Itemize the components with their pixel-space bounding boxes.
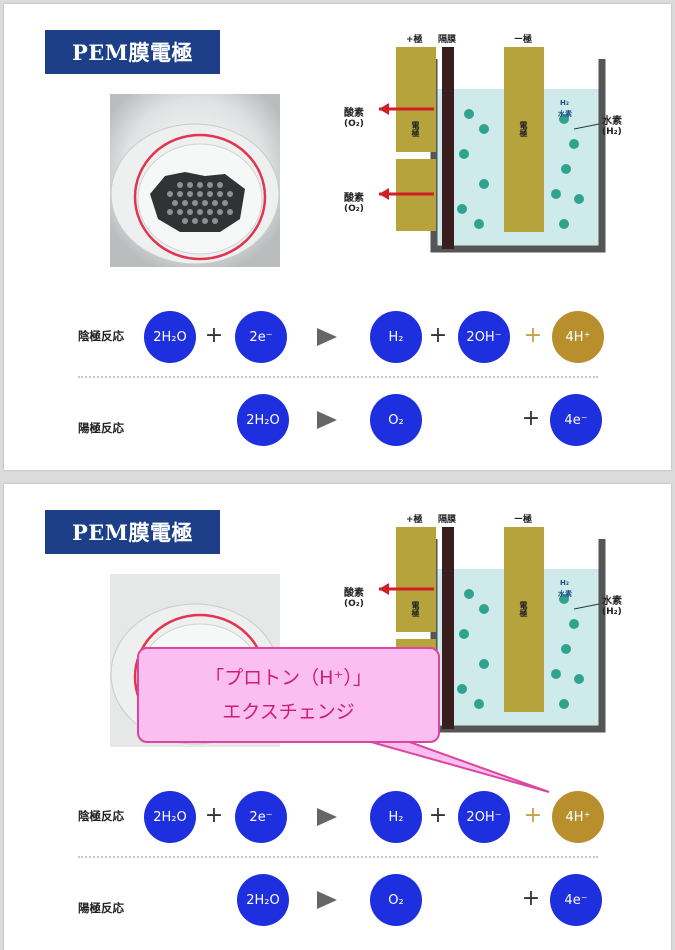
reaction-arrow bbox=[317, 328, 337, 346]
hydrogen-formula: (H₂) bbox=[602, 127, 622, 137]
anode-item-o2: O₂ bbox=[370, 394, 422, 446]
cathode-item-2h2o: 2H₂O bbox=[144, 311, 196, 363]
plus-electrode-label: +極 bbox=[406, 32, 423, 45]
electrode-photo bbox=[110, 94, 280, 267]
cathode-item-4h: 4H⁺ bbox=[552, 791, 604, 843]
cathode-item-2e: 2e⁻ bbox=[235, 791, 287, 843]
callout-line-1: 「プロトン（H⁺）」 bbox=[139, 661, 438, 695]
slide-title: PEM膜電極 bbox=[45, 30, 220, 74]
plus-operator: + bbox=[521, 888, 541, 910]
proton-exchange-callout: 「プロトン（H⁺）」 エクスチェンジ bbox=[137, 647, 440, 743]
h2-small-label: H₂ bbox=[560, 99, 569, 107]
plus-operator: + bbox=[204, 805, 224, 827]
hydrogen-label: 水素 bbox=[602, 112, 622, 127]
reaction-arrow bbox=[317, 808, 337, 826]
callout-line-2: エクスチェンジ bbox=[139, 695, 438, 729]
divider bbox=[78, 856, 598, 858]
divider bbox=[78, 376, 598, 378]
slide-2: PEM膜電極 +極 隔膜 bbox=[4, 484, 671, 950]
cathode-item-2e: 2e⁻ bbox=[235, 311, 287, 363]
oxygen-label-top: 酸素 bbox=[344, 104, 364, 119]
cathode-item-2oh: 2OH⁻ bbox=[458, 311, 510, 363]
plus-operator: + bbox=[428, 805, 448, 827]
anode-reaction-label: 陽極反応 bbox=[78, 420, 124, 436]
cathode-reaction-label: 陰極反応 bbox=[78, 808, 124, 824]
minus-electrode-label: ー極 bbox=[514, 32, 532, 45]
anode-item-2h2o: 2H₂O bbox=[237, 394, 289, 446]
oxygen-formula-top: (O₂) bbox=[344, 119, 364, 129]
cathode-electrode-text: 電極 bbox=[518, 121, 529, 137]
cathode-item-h2: H₂ bbox=[370, 311, 422, 363]
cathode-item-2h2o: 2H₂O bbox=[144, 791, 196, 843]
cathode-item-h2: H₂ bbox=[370, 791, 422, 843]
plus-operator-gold: + bbox=[523, 805, 543, 827]
anode-electrode-text: 電極 bbox=[410, 121, 421, 137]
h2-small-sub: 水素 bbox=[558, 109, 572, 119]
cathode-item-2oh: 2OH⁻ bbox=[458, 791, 510, 843]
cathode-reaction-label: 陰極反応 bbox=[78, 328, 124, 344]
slide-1: PEM膜電極 bbox=[4, 4, 671, 470]
anode-item-2h2o: 2H₂O bbox=[237, 874, 289, 926]
anode-item-4e: 4e⁻ bbox=[550, 394, 602, 446]
cathode-item-4h: 4H⁺ bbox=[552, 311, 604, 363]
membrane-label: 隔膜 bbox=[438, 32, 456, 45]
plus-operator-gold: + bbox=[523, 325, 543, 347]
electrolysis-diagram: +極 隔膜 ー極 電極 電極 酸素 (O₂) 酸素 (O₂) 水素 (H₂) H… bbox=[334, 29, 634, 269]
oxygen-formula-bottom: (O₂) bbox=[344, 204, 364, 214]
anode-item-4e: 4e⁻ bbox=[550, 874, 602, 926]
anode-reaction-label: 陽極反応 bbox=[78, 900, 124, 916]
anode-item-o2: O₂ bbox=[370, 874, 422, 926]
plus-operator: + bbox=[428, 325, 448, 347]
oxygen-label-bottom: 酸素 bbox=[344, 189, 364, 204]
reaction-arrow bbox=[317, 891, 337, 909]
reaction-arrow bbox=[317, 411, 337, 429]
plus-operator: + bbox=[521, 408, 541, 430]
plus-operator: + bbox=[204, 325, 224, 347]
